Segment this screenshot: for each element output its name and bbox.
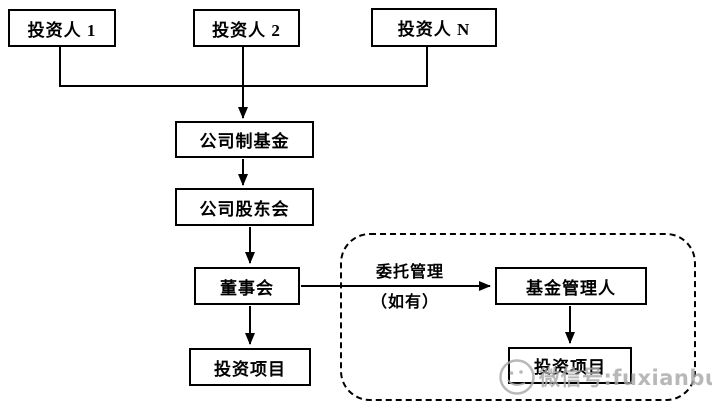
node-fund-manager: 基金管理人 (495, 267, 647, 305)
node-corporate-fund: 公司制基金 (175, 121, 314, 158)
node-board-of-directors: 董事会 (194, 267, 300, 305)
node-investment-project-right: 投资项目 (508, 347, 632, 384)
edge-label-if-any: （如有） (370, 294, 439, 311)
edge-label-entrusted-management: 委托管理 (375, 264, 444, 281)
node-investment-project-left: 投资项目 (189, 348, 311, 386)
node-investor-2: 投资人 2 (193, 9, 300, 47)
node-investor-1: 投资人 1 (8, 9, 116, 47)
node-investor-n: 投资人 N (371, 8, 497, 47)
node-shareholders-meeting: 公司股东会 (175, 188, 314, 226)
entrusted-management-group-border (340, 233, 696, 401)
